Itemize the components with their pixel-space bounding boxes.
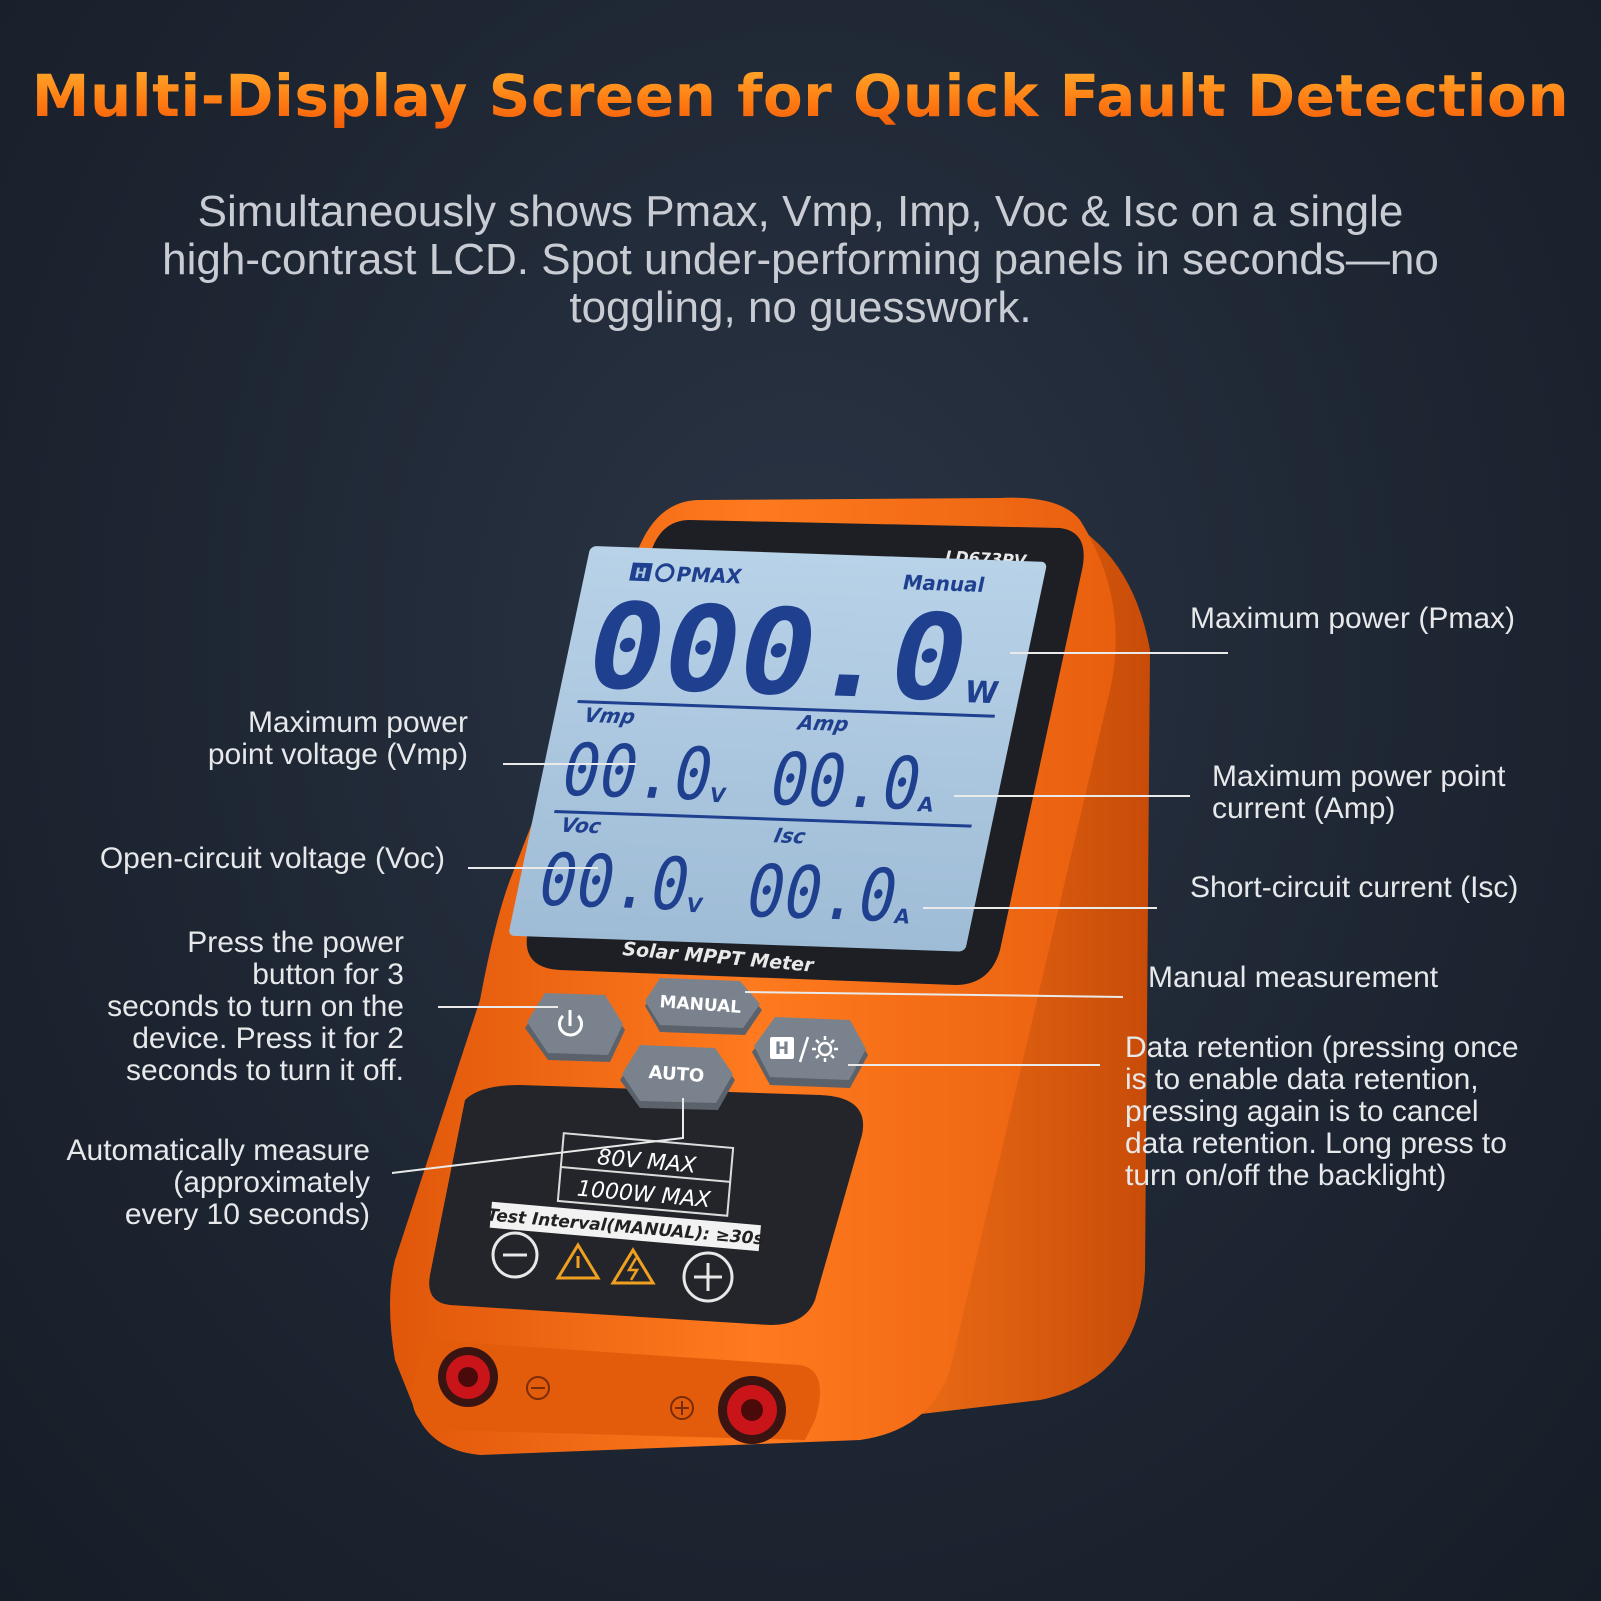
callout-hold-line-3: pressing again is to cancel	[1125, 1095, 1479, 1128]
jack-plus-icon	[670, 1396, 694, 1420]
warning-icon	[555, 1242, 601, 1280]
hold-button-label: H	[775, 1039, 789, 1059]
lcd-amp-value: 00.0	[762, 738, 929, 827]
lcd-voc-label: Voc	[559, 813, 603, 838]
lcd-pmax-unit: W	[961, 675, 1001, 711]
lcd-status-label: Manual	[900, 570, 987, 597]
power-icon	[558, 1010, 583, 1037]
auto-button[interactable]: AUTO	[620, 1045, 735, 1110]
callout-hold-line-4: data retention. Long press to	[1125, 1127, 1507, 1160]
pmax-leader	[1010, 652, 1228, 654]
callout-vmp: Maximum power point voltage (Vmp)	[120, 707, 468, 771]
negative-input-jack[interactable]	[438, 1347, 498, 1407]
jack-minus-icon	[526, 1376, 550, 1400]
hold-backlight-button[interactable]: H	[752, 1017, 868, 1088]
callout-amp-line-2: current (Amp)	[1212, 792, 1396, 825]
callout-vmp-line-2: point voltage (Vmp)	[207, 738, 468, 771]
hold-icon	[770, 1037, 794, 1059]
callout-power-line-5: seconds to turn it off.	[126, 1054, 404, 1087]
minus-symbol-icon	[491, 1231, 539, 1279]
positive-input-jack[interactable]	[718, 1376, 786, 1444]
callout-power: Press the power button for 3 seconds to …	[40, 927, 404, 1087]
lcd-mode-label: PMAX	[674, 562, 744, 588]
subheadline: Simultaneously shows Pmax, Vmp, Imp, Voc…	[80, 188, 1521, 332]
callout-auto-line-1: Automatically measure	[66, 1134, 370, 1167]
subheadline-line-3: toggling, no guesswork.	[569, 283, 1032, 332]
power-indicator-icon	[655, 563, 675, 583]
lcd-screen: H PMAX Manual 000.0 W Vmp Amp 00.0 V 00.…	[509, 546, 1047, 952]
subheadline-line-2: high-contrast LCD. Spot under-performing…	[162, 235, 1439, 284]
lcd-vmp-value: 00.0	[554, 729, 721, 818]
subheadline-line-1: Simultaneously shows Pmax, Vmp, Imp, Voc…	[197, 187, 1404, 236]
high-voltage-icon	[610, 1247, 656, 1285]
backlight-sun-icon	[812, 1036, 838, 1062]
callout-hold-line-1: Data retention (pressing once	[1125, 1031, 1519, 1064]
callout-hold: Data retention (pressing once is to enab…	[1125, 1032, 1519, 1192]
headline: Multi-Display Screen for Quick Fault Det…	[0, 62, 1601, 130]
callout-power-line-1: Press the power	[187, 926, 404, 959]
callout-hold-line-2: is to enable data retention,	[1125, 1063, 1479, 1096]
lcd-isc-value: 00.0	[739, 850, 906, 939]
lcd-amp-label: Amp	[794, 710, 851, 736]
hold-icon	[629, 562, 653, 582]
amp-leader	[954, 795, 1190, 797]
lcd-vmp-label: Vmp	[582, 703, 637, 729]
lcd-isc-label: Isc	[772, 823, 808, 848]
auto-leader	[391, 1098, 684, 1174]
callout-pmax: Maximum power (Pmax)	[1190, 602, 1516, 635]
lcd-voc-unit: V	[684, 893, 705, 917]
isc-leader	[923, 907, 1157, 909]
callout-voc: Open-circuit voltage (Voc)	[99, 842, 445, 875]
voc-leader	[468, 867, 598, 869]
callout-power-line-3: seconds to turn on the	[107, 990, 404, 1023]
lcd-voc-value: 00.0	[531, 839, 698, 928]
callout-auto: Automatically measure (approximately eve…	[30, 1135, 370, 1231]
lcd-amp-unit: A	[916, 792, 937, 816]
hold-leader	[848, 1064, 1100, 1066]
vmp-leader	[503, 763, 636, 765]
lcd-hold-indicator: H	[633, 566, 648, 582]
callout-auto-line-3: every 10 seconds)	[124, 1198, 370, 1231]
power-button[interactable]	[525, 993, 625, 1062]
callout-amp-line-1: Maximum power point	[1212, 760, 1506, 793]
lcd-vmp-unit: V	[707, 783, 728, 807]
power-leader	[438, 1006, 558, 1008]
manual-button[interactable]: MANUAL	[645, 978, 762, 1035]
lcd-isc-unit: A	[892, 904, 913, 928]
auto-button-label: AUTO	[648, 1062, 705, 1087]
callout-auto-line-2: (approximately	[173, 1166, 370, 1199]
callout-amp: Maximum power point current (Amp)	[1212, 761, 1505, 825]
plus-symbol-icon	[682, 1251, 734, 1303]
callout-power-line-2: button for 3	[252, 958, 404, 991]
callout-isc: Short-circuit current (Isc)	[1190, 871, 1519, 904]
callout-manual: Manual measurement	[1148, 961, 1439, 994]
callout-vmp-line-1: Maximum power	[247, 706, 468, 739]
callout-hold-line-5: turn on/off the backlight)	[1125, 1159, 1447, 1192]
callout-power-line-4: device. Press it for 2	[132, 1022, 404, 1055]
